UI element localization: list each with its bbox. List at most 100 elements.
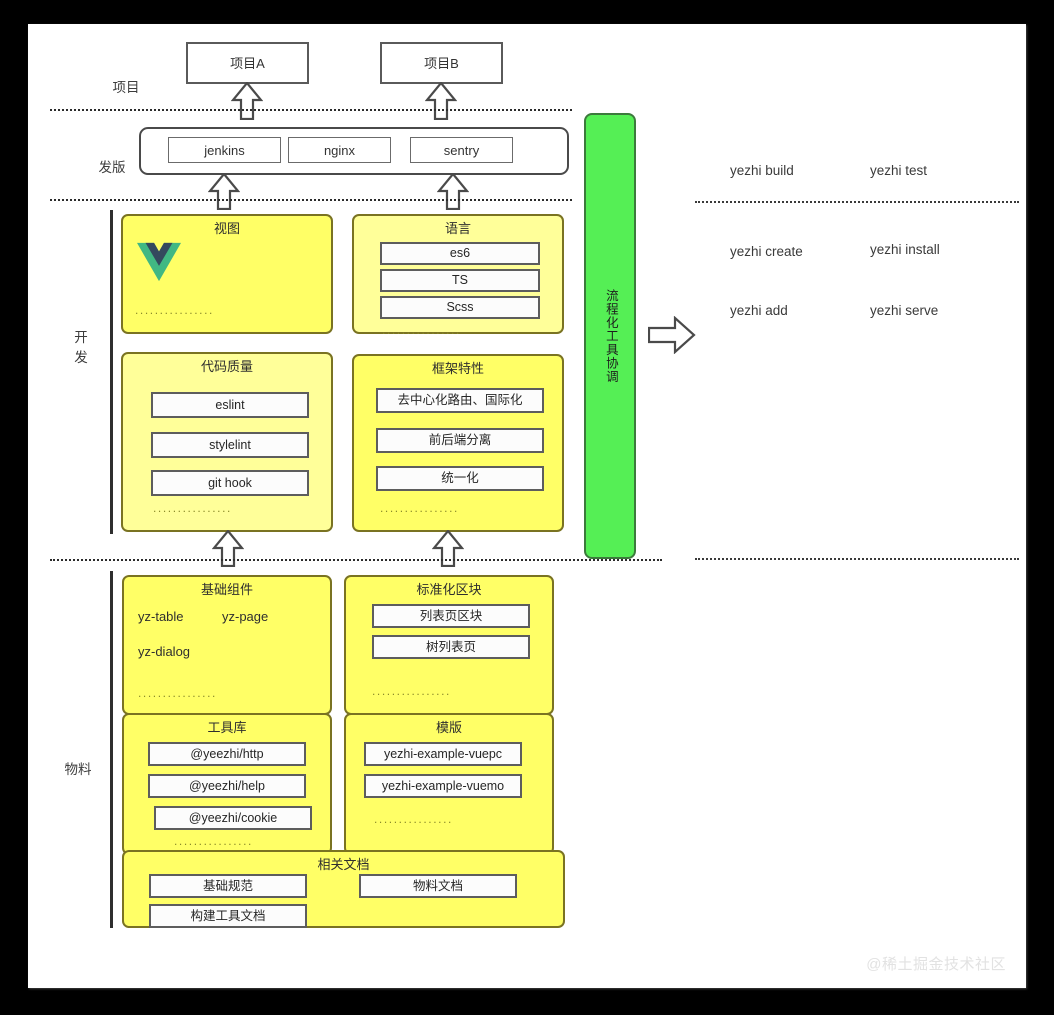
develop-chip-eslint-label: eslint	[215, 397, 245, 412]
material-chip-material-docs[interactable]: 物料文档	[359, 874, 517, 898]
develop-chip-frontend-backend-separation[interactable]: 前后端分离	[376, 428, 544, 453]
material-card-related-docs: 相关文档 基础规范 物料文档 构建工具文档	[122, 850, 565, 928]
develop-chip-ts-label: TS	[452, 273, 468, 288]
material-chip-build-tool-docs-label: 构建工具文档	[190, 908, 266, 923]
develop-chip-scss[interactable]: Scss	[380, 296, 540, 319]
develop-chip-decentralized-routing[interactable]: 去中心化路由、国际化	[376, 388, 544, 413]
separator-project-release	[50, 109, 572, 111]
material-card-templates: 模版 yezhi-example-vuepc yezhi-example-vue…	[344, 713, 554, 855]
material-card-base-components-title: 基础组件	[200, 582, 253, 597]
release-item-sentry-label: sentry	[443, 142, 480, 158]
diagram-canvas: 项目 发版 开 发 物料 项目A 项目B jenkins nginx sentr…	[28, 24, 1026, 988]
vue-logo-icon	[137, 242, 181, 287]
pipeline-column[interactable]: 流程化工具协调	[584, 113, 636, 559]
project-box-a[interactable]: 项目A	[186, 42, 309, 84]
material-chip-yezhi-example-vuepc[interactable]: yezhi-example-vuepc	[364, 742, 522, 766]
develop-chip-frontend-backend-separation-label: 前后端分离	[428, 433, 492, 448]
develop-chip-es6-label: es6	[449, 246, 471, 261]
project-box-b[interactable]: 项目B	[380, 42, 503, 84]
material-card-standard-blocks: 标准化区块 列表页区块 树列表页 ................	[344, 575, 554, 715]
material-chip-yeezhi-cookie[interactable]: @yeezhi/cookie	[154, 806, 312, 830]
material-text-yz-page: yz-page	[222, 609, 269, 624]
develop-chip-git-hook[interactable]: git hook	[151, 470, 309, 496]
material-chip-tree-list-page-label: 树列表页	[425, 639, 476, 654]
cli-command-yezhi-install[interactable]: yezhi install	[870, 242, 940, 257]
cli-command-yezhi-create[interactable]: yezhi create	[730, 244, 803, 259]
material-card-tool-library: 工具库 @yeezhi/http @yeezhi/help @yeezhi/co…	[122, 713, 332, 855]
develop-card-framework-title: 框架特性	[431, 361, 484, 376]
develop-chip-unification-label: 统一化	[441, 471, 479, 486]
arrow-up-to-project-a	[231, 82, 263, 120]
material-card-tool-library-title: 工具库	[207, 720, 247, 735]
separator-develop-material	[50, 559, 662, 561]
develop-card-view-title: 视图	[213, 221, 240, 236]
arrow-up-to-release-right	[437, 173, 469, 210]
develop-card-view: 视图 ................	[121, 214, 333, 334]
release-item-jenkins-label: jenkins	[204, 142, 245, 158]
project-box-b-label: 项目B	[424, 55, 459, 71]
develop-card-language: 语言 es6 TS Scss ................	[352, 214, 564, 336]
row-label-develop: 开 发	[58, 324, 104, 372]
material-chip-base-spec[interactable]: 基础规范	[149, 874, 307, 898]
develop-chip-unification[interactable]: 统一化	[376, 466, 544, 491]
arrow-up-to-project-b	[425, 82, 457, 120]
release-item-nginx-label: nginx	[323, 142, 356, 158]
develop-card-code-quality-dots: ................	[153, 501, 232, 515]
cli-command-yezhi-test[interactable]: yezhi test	[870, 163, 928, 178]
material-chip-yezhi-example-vuepc-label: yezhi-example-vuepc	[383, 746, 503, 761]
develop-chip-git-hook-label: git hook	[208, 475, 252, 490]
watermark: @稀土掘金技术社区	[866, 956, 1006, 973]
material-chip-yeezhi-http[interactable]: @yeezhi/http	[148, 742, 306, 766]
develop-chip-es6[interactable]: es6	[380, 242, 540, 265]
material-card-related-docs-title: 相关文档	[317, 857, 370, 872]
material-card-tool-library-dots: ................	[174, 834, 253, 848]
develop-card-view-dots: ................	[135, 303, 214, 317]
material-card-standard-blocks-title: 标准化区块	[416, 582, 482, 597]
develop-chip-stylelint[interactable]: stylelint	[151, 432, 309, 458]
arrow-up-to-develop-left	[212, 530, 244, 567]
separator-cli-top	[695, 201, 1019, 203]
material-chip-yeezhi-http-label: @yeezhi/http	[190, 746, 264, 761]
material-chip-list-page-block[interactable]: 列表页区块	[372, 604, 530, 628]
cli-command-yezhi-add[interactable]: yezhi add	[730, 303, 788, 318]
material-chip-yezhi-example-vuemo-label: yezhi-example-vuemo	[381, 778, 505, 793]
material-card-templates-title: 模版	[435, 720, 462, 735]
release-item-jenkins[interactable]: jenkins	[168, 137, 281, 163]
cli-command-yezhi-build[interactable]: yezhi build	[730, 163, 794, 178]
material-chip-tree-list-page[interactable]: 树列表页	[372, 635, 530, 659]
row-label-develop-char-2: 发	[74, 350, 88, 365]
develop-card-code-quality: 代码质量 eslint stylelint git hook .........…	[121, 352, 333, 532]
material-chip-material-docs-label: 物料文档	[412, 878, 463, 893]
material-card-standard-blocks-dots: ................	[372, 684, 451, 698]
develop-chip-ts[interactable]: TS	[380, 269, 540, 292]
material-chip-build-tool-docs[interactable]: 构建工具文档	[149, 904, 307, 928]
material-card-base-components-dots: ................	[138, 686, 217, 700]
release-item-sentry[interactable]: sentry	[410, 137, 513, 163]
row-label-develop-char-1: 开	[74, 330, 88, 346]
develop-card-code-quality-title: 代码质量	[200, 359, 253, 374]
arrow-right-to-cli	[648, 316, 696, 354]
develop-card-framework-dots: ................	[380, 501, 459, 515]
material-chip-list-page-block-label: 列表页区块	[419, 608, 483, 623]
develop-section-rail	[110, 210, 113, 534]
develop-chip-eslint[interactable]: eslint	[151, 392, 309, 418]
material-chip-yezhi-example-vuemo[interactable]: yezhi-example-vuemo	[364, 774, 522, 798]
material-section-rail	[110, 571, 113, 928]
pipeline-column-label: 流程化工具协调	[603, 288, 618, 384]
develop-card-language-title: 语言	[444, 221, 471, 236]
separator-release-develop	[50, 199, 572, 201]
develop-card-framework: 框架特性 去中心化路由、国际化 前后端分离 统一化 ..............…	[352, 354, 564, 532]
separator-cli-bottom	[695, 558, 1019, 560]
material-chip-base-spec-label: 基础规范	[202, 878, 253, 893]
project-box-a-label: 项目A	[230, 55, 265, 71]
release-item-nginx[interactable]: nginx	[288, 137, 391, 163]
cli-command-yezhi-serve[interactable]: yezhi serve	[870, 303, 939, 318]
develop-chip-decentralized-routing-label: 去中心化路由、国际化	[397, 393, 523, 408]
material-chip-yeezhi-help-label: @yeezhi/help	[189, 778, 265, 793]
material-text-yz-table: yz-table	[138, 609, 184, 624]
material-card-base-components: 基础组件 yz-table yz-page yz-dialog ........…	[122, 575, 332, 715]
material-chip-yeezhi-help[interactable]: @yeezhi/help	[148, 774, 306, 798]
develop-chip-scss-label: Scss	[446, 300, 474, 315]
material-text-yz-dialog: yz-dialog	[138, 644, 191, 659]
develop-chip-stylelint-label: stylelint	[209, 437, 251, 452]
